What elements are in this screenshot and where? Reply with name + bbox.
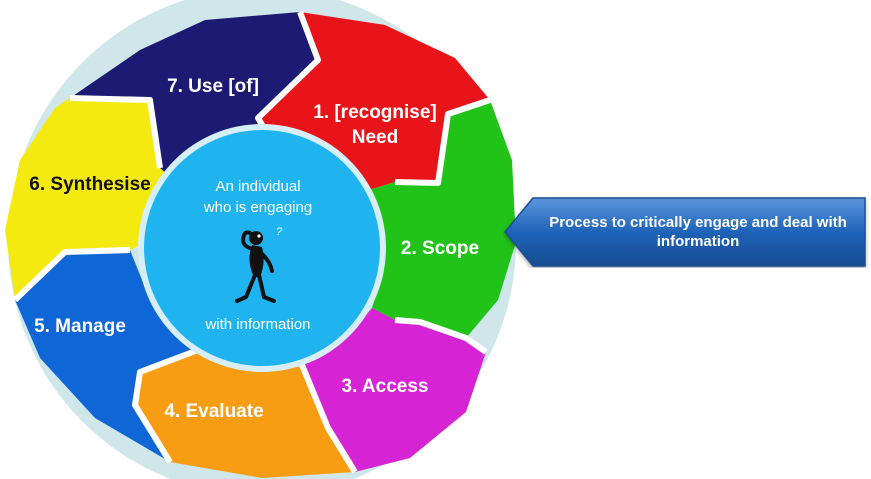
segment-separators xyxy=(12,10,491,474)
thinking-person-icon: ? xyxy=(235,226,283,303)
segment-label-access: 3. Access xyxy=(342,376,429,397)
segment-label-need-line1: 1. [recognise] xyxy=(313,102,437,123)
segment-label-manage: 5. Manage xyxy=(34,316,126,337)
segment-label-evaluate: 4. Evaluate xyxy=(164,401,263,422)
segment-synthesise xyxy=(5,98,180,300)
callout-text: Process to critically engage and deal wi… xyxy=(549,214,847,250)
segment-label-need-line2: Need xyxy=(352,127,398,148)
center-text-line3: with information xyxy=(204,316,310,333)
segment-label-synthesise: 6. Synthesise xyxy=(29,174,150,195)
center-text-line2: who is engaging xyxy=(203,199,312,216)
segment-scope xyxy=(362,100,516,338)
svg-text:?: ? xyxy=(276,226,283,238)
center-text-line1: An individual xyxy=(215,178,300,195)
segment-evaluate xyxy=(135,350,355,478)
segment-label-use: 7. Use [of] xyxy=(167,76,259,97)
callout-arrow-shape xyxy=(504,197,866,267)
process-callout: Process to critically engage and deal wi… xyxy=(503,196,869,268)
segment-label-scope: 2. Scope xyxy=(401,238,479,259)
segment-access xyxy=(300,308,486,472)
